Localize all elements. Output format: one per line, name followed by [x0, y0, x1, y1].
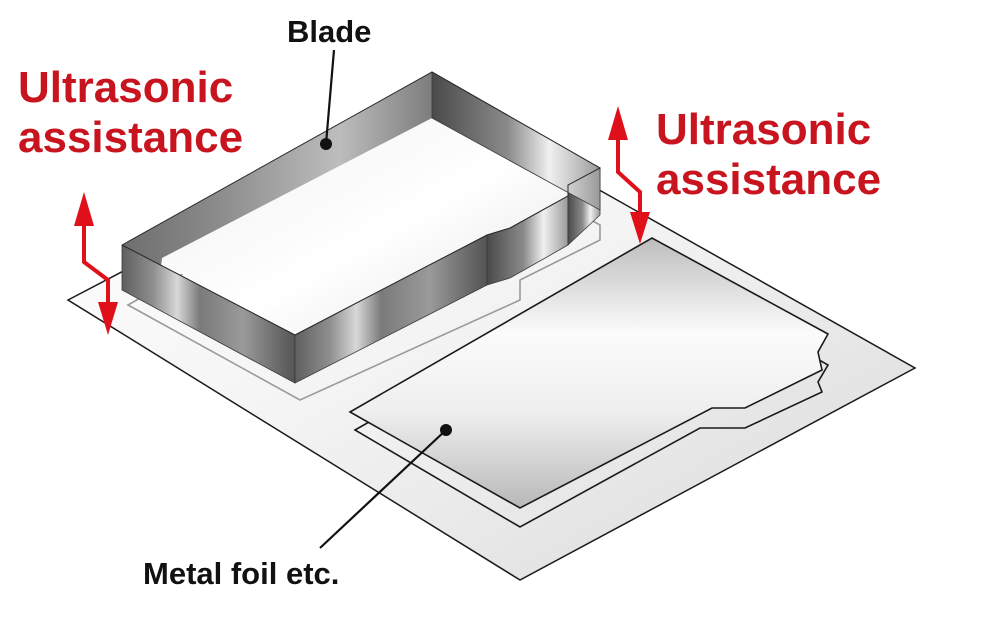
blade-leader-dot — [320, 138, 332, 150]
ultrasonic-arrow-left — [74, 192, 118, 335]
foil-leader-line — [319, 429, 447, 549]
right-ultrasonic-label-line1: Ultrasonic — [656, 105, 871, 154]
left-ultrasonic-label-line1: Ultrasonic — [18, 63, 233, 112]
blade-leader-line — [324, 49, 336, 145]
left-ultrasonic-label-line2: assistance — [18, 113, 243, 162]
blade-inner-floor — [162, 118, 590, 360]
right-ultrasonic-label-line2: assistance — [656, 155, 881, 204]
metal-foil-label: Metal foil etc. — [143, 556, 339, 591]
metal-foil-piece — [348, 237, 830, 509]
ultrasonic-arrow-right — [608, 106, 650, 244]
blade-top-edge — [121, 71, 602, 336]
blade-back-wall — [122, 72, 432, 290]
blade-label: Blade — [287, 14, 371, 49]
foil-leader-dot — [440, 424, 452, 436]
